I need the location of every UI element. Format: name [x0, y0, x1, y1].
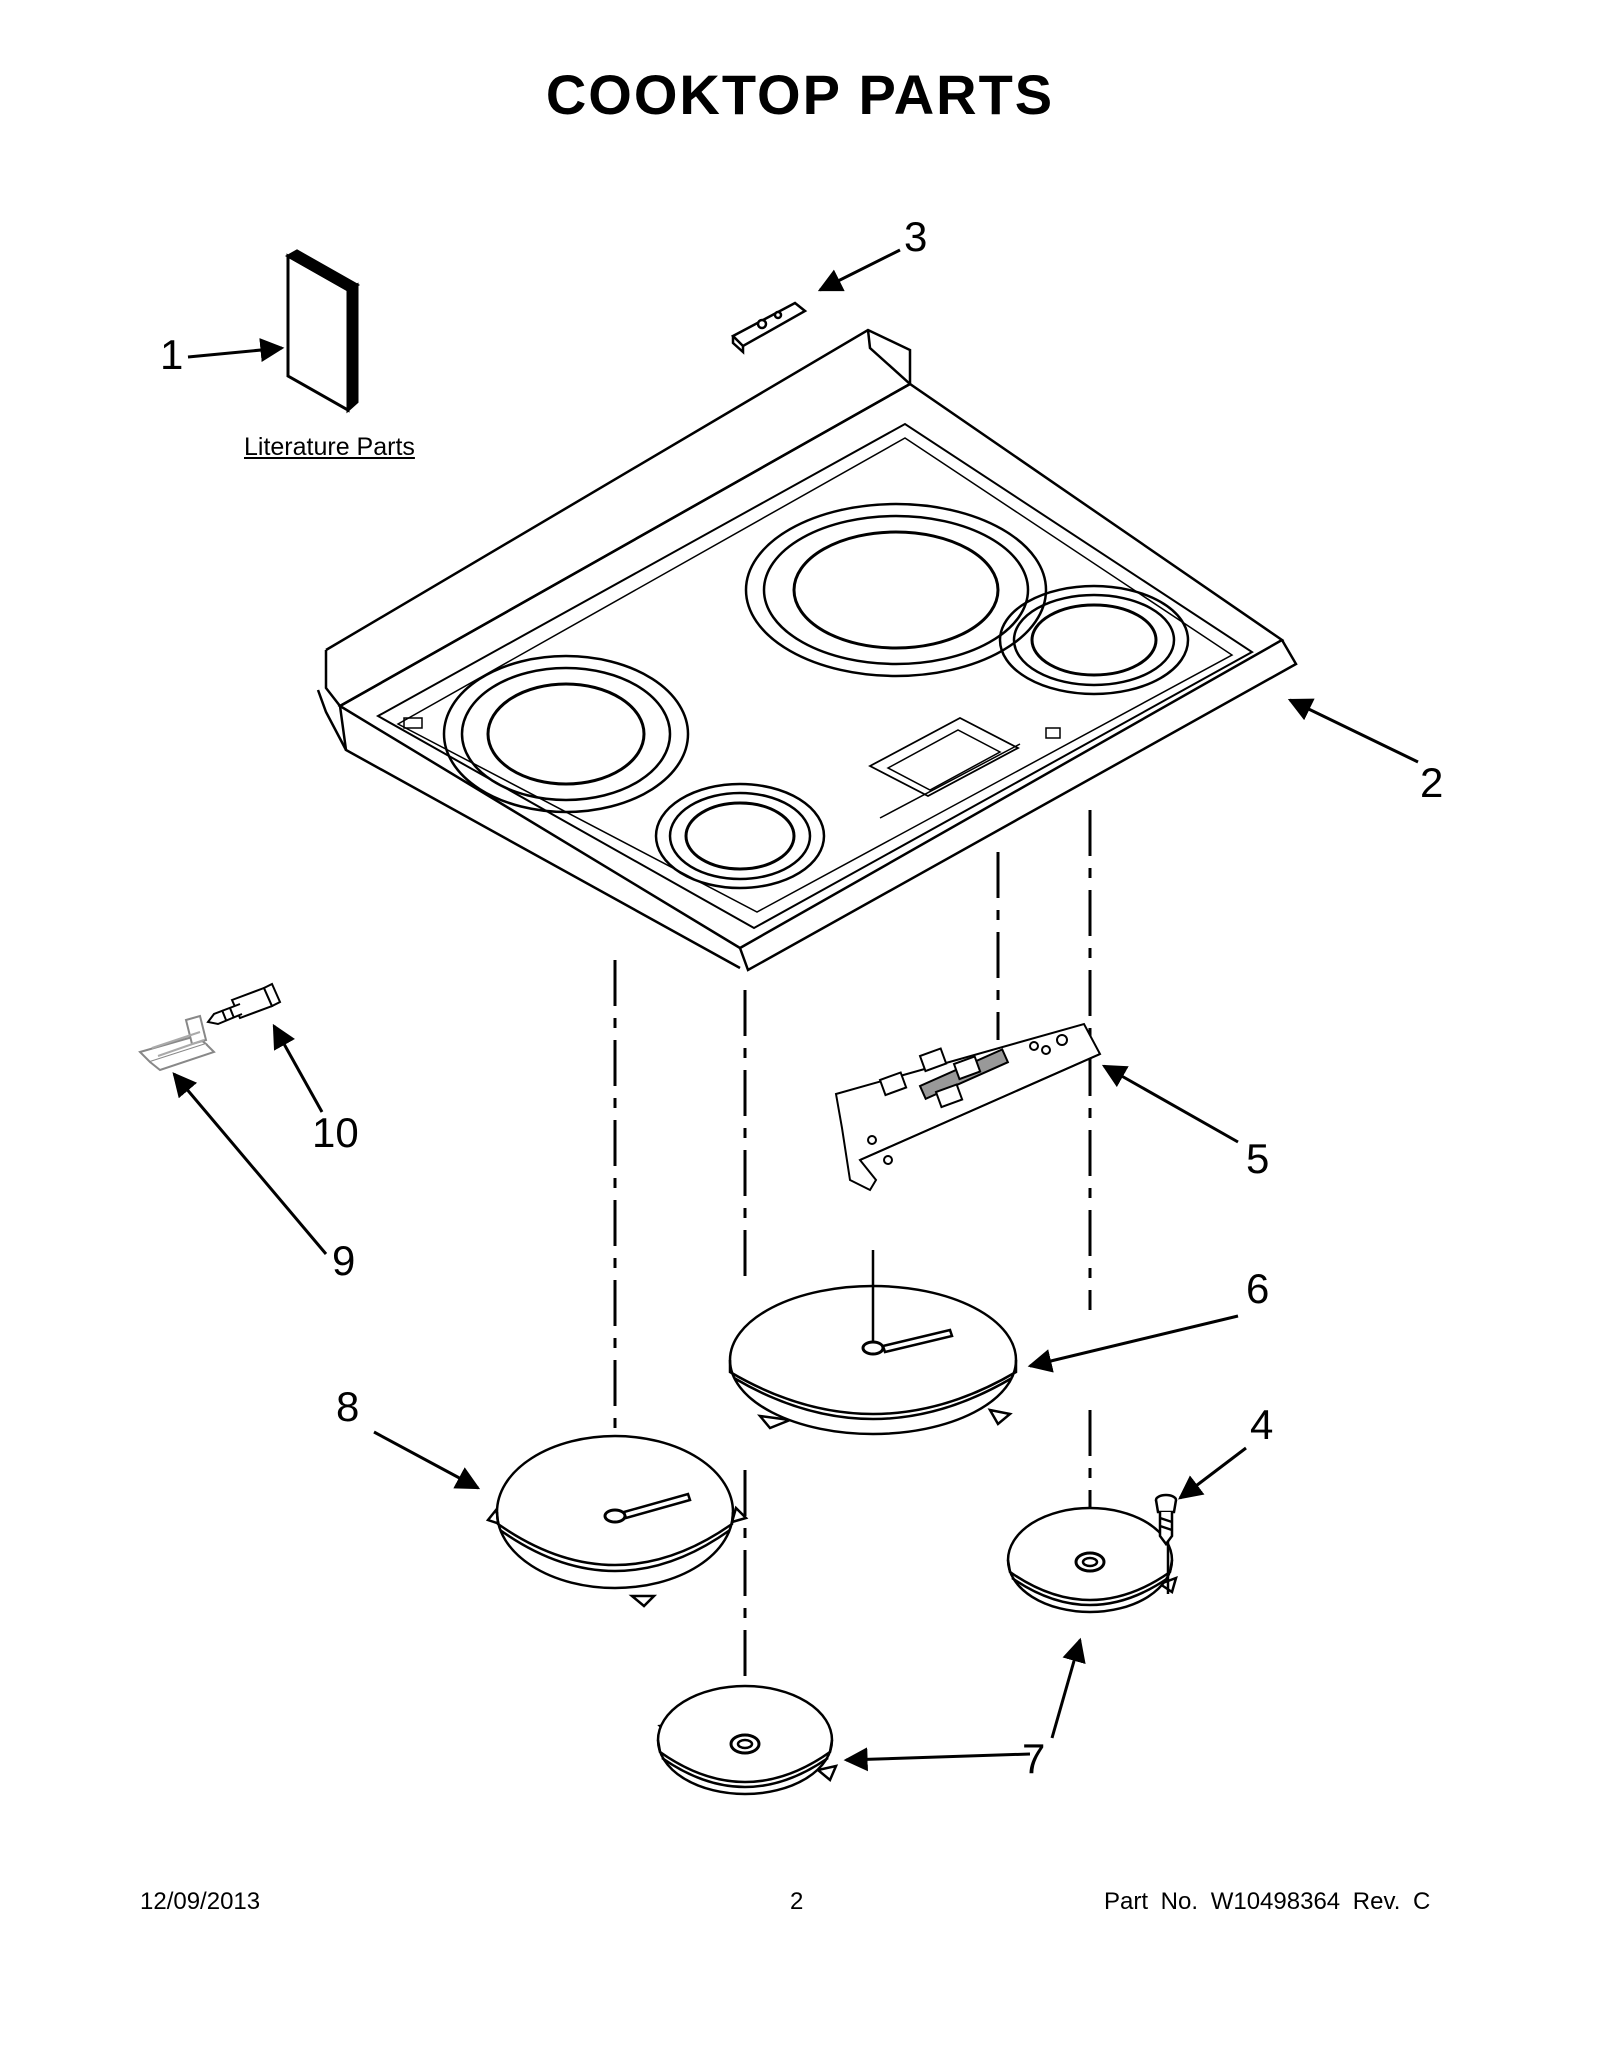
control-board-icon	[834, 1022, 1102, 1192]
callout-arrows	[172, 248, 1419, 1772]
small-element-front-icon	[656, 1684, 839, 1796]
clip-part-icon	[730, 301, 808, 355]
large-element-icon	[728, 1250, 1018, 1436]
footer-part-number: Part No. W10498364 Rev. C	[1104, 1888, 1431, 1915]
callout-5: 5	[1246, 1135, 1270, 1182]
small-element-right-icon	[1006, 1506, 1178, 1614]
callout-8: 8	[336, 1383, 360, 1430]
left-element-icon	[485, 1434, 749, 1608]
callout-1: 1	[160, 331, 184, 378]
callout-7: 7	[1022, 1735, 1046, 1782]
alignment-lines	[613, 810, 1092, 1760]
footer-date: 12/09/2013	[140, 1888, 261, 1915]
callout-2: 2	[1420, 759, 1444, 806]
callout-4: 4	[1250, 1401, 1274, 1448]
bracket-and-bolt-icon	[138, 982, 282, 1072]
callout-6: 6	[1246, 1265, 1270, 1312]
screw-icon	[1154, 1493, 1178, 1547]
page-title: COOKTOP PARTS	[545, 63, 1055, 126]
footer-page-number: 2	[790, 1888, 804, 1915]
literature-parts-caption: Literature Parts	[244, 433, 415, 461]
callout-9: 9	[332, 1237, 356, 1284]
literature-booklet-icon	[284, 249, 361, 414]
callout-10: 10	[312, 1109, 359, 1156]
cooktop-panel	[316, 328, 1298, 972]
callout-3: 3	[904, 213, 928, 260]
